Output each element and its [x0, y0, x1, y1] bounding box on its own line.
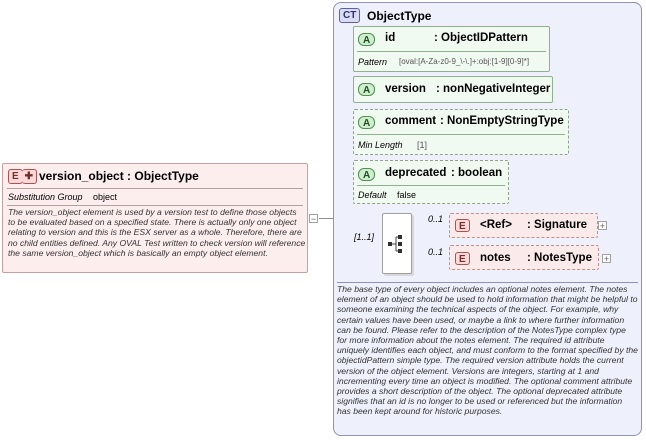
- attribute-prop-value: false: [397, 190, 417, 200]
- attribute-divider: [357, 51, 546, 52]
- sequence-icon: [388, 235, 402, 253]
- substitution-group-label: Substitution Group: [8, 192, 83, 202]
- complex-type-title: ObjectType: [367, 9, 432, 23]
- substitution-group-value: object: [93, 192, 118, 202]
- element-documentation: The version_object element is used by a …: [8, 207, 306, 258]
- child-type: : Signature: [527, 219, 588, 231]
- expand-notes-button[interactable]: +: [602, 254, 611, 264]
- child-notes-occurrence: 0..1: [428, 247, 444, 257]
- element-badge-label: E: [8, 169, 23, 184]
- attribute-prop-key: Min Length: [358, 140, 403, 150]
- complex-type-badge: CT: [339, 8, 361, 23]
- child-element-ref[interactable]: E <Ref> : Signature: [449, 213, 598, 238]
- attribute-type: : nonNegativeInteger: [436, 83, 551, 95]
- attribute-prop-key: Default: [358, 190, 387, 200]
- attribute-badge: A: [358, 83, 376, 96]
- attribute-prop-key: Pattern: [358, 57, 388, 67]
- child-type: : NotesType: [527, 252, 592, 264]
- attribute-divider: [357, 185, 505, 186]
- element-title: version_object : ObjectType: [39, 169, 199, 183]
- complex-type-documentation: The base type of every object includes a…: [337, 284, 638, 417]
- attribute-type: : boolean: [451, 167, 503, 179]
- attribute-type: : ObjectIDPattern: [434, 32, 528, 44]
- child-name: <Ref>: [480, 219, 512, 231]
- attribute-badge: A: [358, 168, 376, 181]
- attribute-deprecated[interactable]: A deprecated : boolean Default false: [353, 160, 509, 204]
- attribute-prop-value: [oval:[A-Za-z0-9_\-\.]+:obj:[1-9][0-9]*]: [399, 57, 530, 66]
- attribute-type: : NonEmptyStringType: [440, 115, 564, 127]
- element-box[interactable]: E✚ version_object : ObjectType Substitut…: [2, 163, 308, 273]
- attribute-version[interactable]: A version : nonNegativeInteger: [353, 76, 553, 103]
- attribute-name: id: [385, 32, 396, 44]
- attribute-name: deprecated: [385, 167, 447, 179]
- attribute-divider: [357, 134, 565, 135]
- sequence-compositor[interactable]: [382, 213, 412, 274]
- attribute-name: version: [385, 83, 426, 95]
- element-badge: E✚: [8, 169, 38, 184]
- complex-type-badge-label: CT: [339, 8, 361, 23]
- connector-element-to-type: [319, 218, 333, 219]
- attribute-prop-value: [1]: [417, 140, 428, 150]
- element-collapse-toggle[interactable]: −: [309, 214, 318, 224]
- attribute-comment[interactable]: A comment : NonEmptyStringType Min Lengt…: [353, 109, 569, 155]
- complex-type-doc-divider: [337, 282, 638, 283]
- element-divider-2: [7, 205, 303, 206]
- expand-ref-button[interactable]: +: [598, 221, 607, 231]
- element-divider: [7, 188, 303, 189]
- attribute-name: comment: [385, 115, 437, 127]
- child-name: notes: [480, 252, 511, 264]
- child-badge: E: [455, 219, 470, 232]
- attribute-badge: A: [358, 33, 376, 46]
- attribute-id[interactable]: A id : ObjectIDPattern Pattern [oval:[A-…: [353, 26, 550, 72]
- child-ref-occurrence: 0..1: [428, 214, 444, 224]
- child-badge: E: [455, 252, 470, 265]
- element-plus-icon: ✚: [21, 169, 38, 184]
- sequence-occurrence: [1..1]: [354, 232, 375, 242]
- child-element-notes[interactable]: E notes : NotesType: [449, 245, 599, 270]
- attribute-badge: A: [358, 116, 376, 129]
